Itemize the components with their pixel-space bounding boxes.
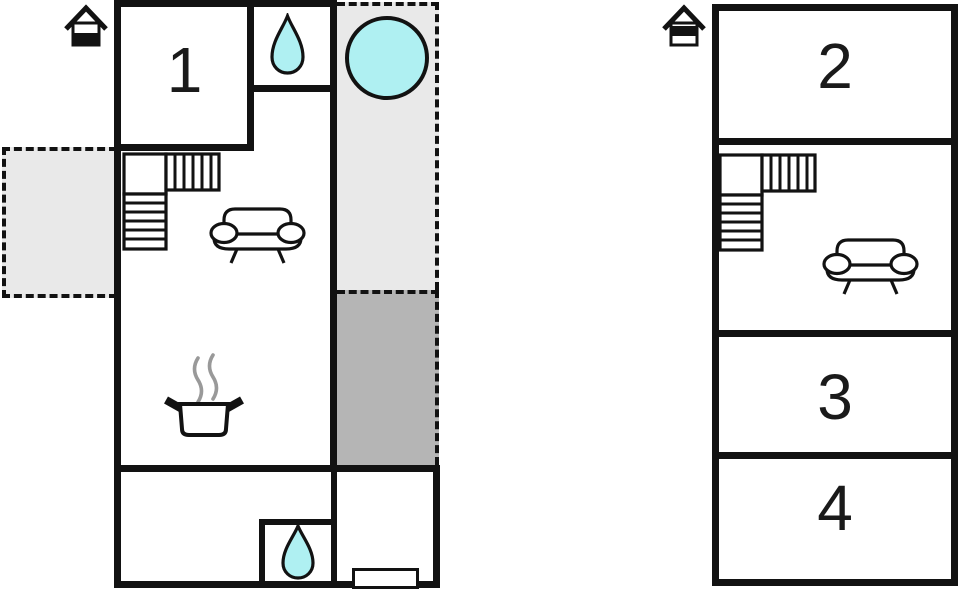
wall: [712, 330, 958, 337]
staircase-icon: [122, 152, 221, 251]
wall: [712, 452, 958, 459]
sofa-icon: [822, 234, 919, 298]
room-number: 1: [166, 34, 203, 106]
wall: [330, 0, 337, 472]
entrance-step: [352, 568, 419, 589]
wall: [433, 465, 440, 588]
wall: [114, 465, 440, 472]
wall: [114, 581, 440, 588]
right-terrace-lower: [337, 290, 439, 465]
wall: [712, 4, 719, 586]
wall: [247, 0, 254, 151]
wall: [331, 468, 337, 588]
wall: [712, 138, 958, 145]
wall: [712, 4, 958, 11]
left-terrace: [2, 147, 117, 298]
steam-icon: [192, 353, 219, 404]
pot-body: [177, 402, 231, 437]
sofa-arm-right: [276, 221, 306, 245]
cooking-pot-icon: [153, 348, 255, 438]
sofa-arm-left: [822, 252, 852, 276]
sofa-arm-right: [889, 252, 919, 276]
water-drop-icon: [280, 523, 316, 581]
stair-landing: [122, 152, 168, 196]
sofa-icon: [209, 203, 306, 267]
water-drop-icon: [269, 13, 306, 77]
ground-storey-fill: [74, 33, 98, 44]
wall: [247, 85, 337, 92]
drop-shape: [281, 523, 315, 580]
staircase-icon: [718, 153, 817, 252]
upper-storey-fill: [672, 26, 696, 36]
wall: [114, 0, 337, 7]
house-upper-floor-icon: [660, 2, 708, 48]
house-ground-floor-icon: [62, 2, 110, 48]
room-number: 3: [817, 361, 853, 433]
hot-tub-circle: [345, 16, 429, 100]
wall: [712, 579, 958, 586]
wall: [951, 4, 958, 586]
room-number: 4: [817, 472, 853, 544]
drop-shape: [270, 13, 305, 75]
wall: [259, 519, 337, 525]
sofa-arm-left: [209, 221, 239, 245]
wall: [114, 0, 121, 588]
wall: [114, 144, 254, 151]
wall: [259, 519, 265, 587]
room-number: 2: [817, 30, 853, 102]
stair-landing: [718, 153, 764, 197]
